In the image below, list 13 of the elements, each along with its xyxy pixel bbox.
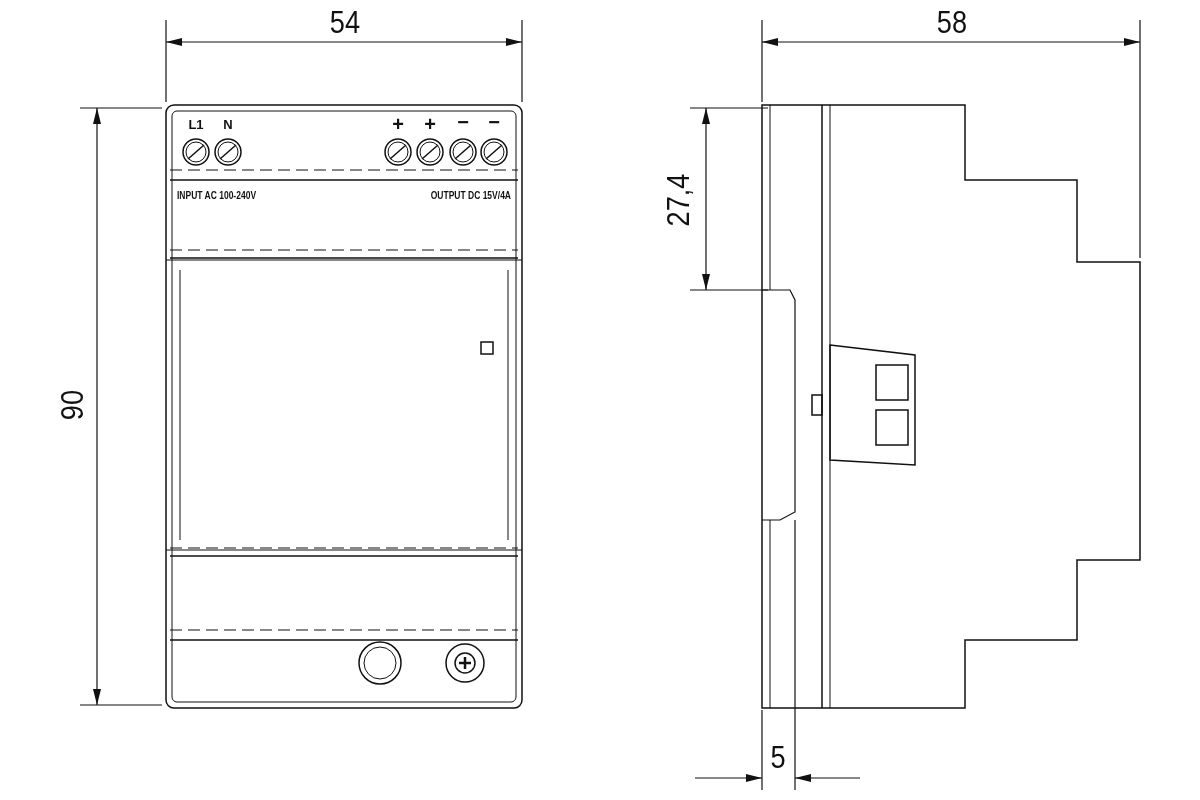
terminal-label: −: [488, 112, 500, 132]
terminal-label: L1: [188, 117, 204, 131]
terminal-label: +: [392, 114, 404, 134]
dimension-value: 54: [329, 6, 361, 38]
terminal-label: −: [457, 112, 469, 132]
terminal-label: +: [424, 114, 436, 134]
terminal-label: N: [223, 117, 233, 131]
terminal-caption: INPUT AC 100-240V: [177, 191, 257, 201]
dimension-value: 5: [770, 741, 786, 773]
dimension-value: 58: [936, 6, 968, 38]
terminal-caption: OUTPUT DC 15V/4A: [430, 191, 511, 201]
dimension-value: 27,4: [662, 173, 694, 227]
dimension-value: 90: [56, 389, 88, 421]
